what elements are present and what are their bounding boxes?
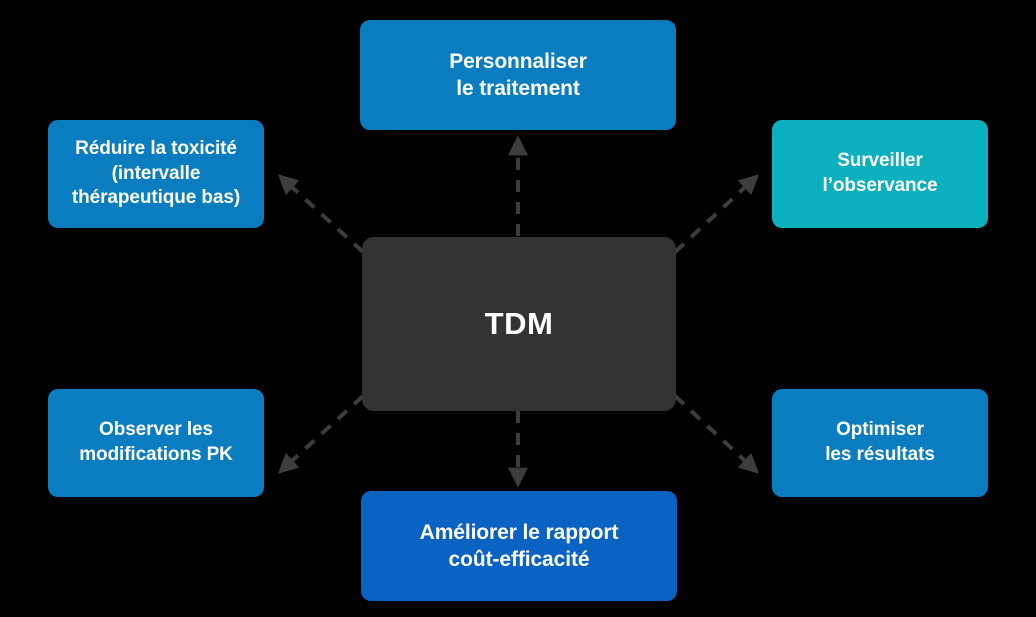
connector-center-to-top-left: [277, 174, 365, 254]
node-label: Réduire la toxicité (intervalle thérapeu…: [71, 137, 241, 209]
connector-center-to-top-right: [673, 174, 760, 254]
connector-center-to-bottom-left: [277, 394, 365, 474]
node-tdm-center[interactable]: TDM: [362, 237, 676, 411]
node-reduire-la-toxicite[interactable]: Réduire la toxicité (intervalle thérapeu…: [48, 120, 264, 228]
connector-center-to-bottom-right: [673, 394, 760, 474]
node-label: Optimiser les résultats: [825, 419, 935, 465]
node-ameliorer-le-rapport-cout-efficacite[interactable]: Améliorer le rapport coût-efficacité: [361, 491, 677, 601]
node-label: Améliorer le rapport coût-efficacité: [419, 520, 619, 571]
node-personnaliser-le-traitement[interactable]: Personnaliser le traitement: [360, 20, 676, 130]
node-label: TDM: [484, 305, 554, 341]
node-label: Observer les modifications PK: [79, 419, 233, 465]
node-optimiser-les-resultats[interactable]: Optimiser les résultats: [772, 389, 988, 497]
node-observer-les-modifications-pk[interactable]: Observer les modifications PK: [48, 389, 264, 497]
node-surveiller-l-observance[interactable]: Surveiller l’observance: [772, 120, 988, 228]
node-label: Surveiller l’observance: [822, 150, 938, 196]
node-label: Personnaliser le traitement: [449, 49, 587, 100]
